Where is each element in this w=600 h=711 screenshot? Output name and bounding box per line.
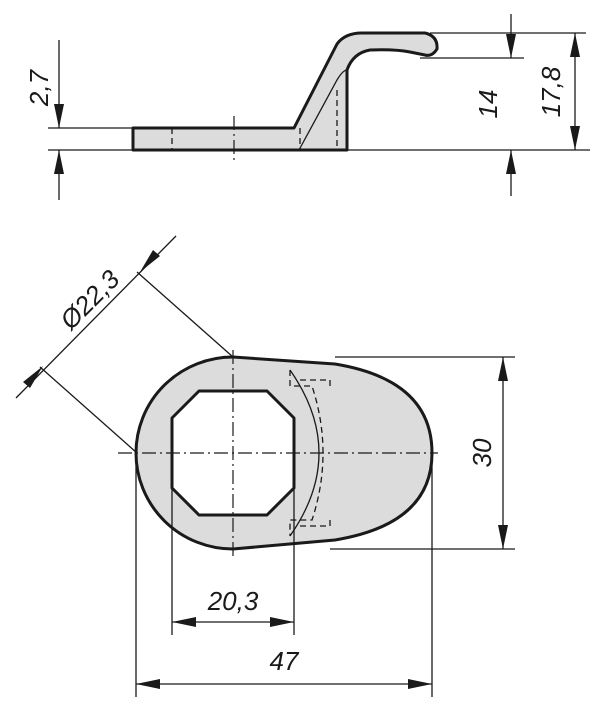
dim-diameter-ext-top [136, 271, 234, 358]
side-view-bend-edge [298, 69, 348, 151]
dim-hook-height-arrow-bottom [506, 150, 516, 174]
top-view-hidden-edge [289, 370, 324, 536]
dim-thickness-arrow-bottom [54, 150, 64, 174]
dim-thickness-label: 2,7 [24, 68, 54, 107]
side-view-part [131, 31, 439, 152]
dim-diameter-label: Ø22,3 [53, 264, 125, 336]
top-view: Ø22,3 30 20,3 47 [15, 235, 515, 697]
dim-overall-height-label: 17,8 [536, 66, 566, 117]
dim-diameter-arrow-bottom [23, 366, 43, 388]
dim-width-label: 30 [467, 438, 497, 467]
top-view-part [134, 355, 434, 551]
dim-length-label: 47 [270, 646, 300, 676]
dim-across-flats-arrow-left [172, 617, 196, 627]
dim-across-flats-arrow-right [270, 617, 294, 627]
dim-hook-height-label: 14 [473, 90, 503, 119]
dim-length-arrow-right [408, 679, 432, 689]
top-view-hidden-notch-top [300, 379, 331, 388]
dim-across-flats-label: 20,3 [207, 586, 259, 616]
dim-length-arrow-left [136, 679, 160, 689]
dim-diameter-ext-bottom [39, 366, 138, 454]
dim-hook-height-arrow-top [506, 34, 516, 58]
dim-diameter-arrow-top [140, 250, 160, 272]
side-view: 2,7 14 17,8 [24, 14, 590, 200]
top-view-hidden-notch-bottom [300, 518, 331, 527]
dim-overall-height-arrow-top [570, 33, 580, 57]
dim-thickness-arrow-top [54, 104, 64, 128]
dim-width-arrow-bottom [498, 525, 508, 549]
dim-width-arrow-top [498, 357, 508, 381]
dim-overall-height-arrow-bottom [570, 126, 580, 150]
